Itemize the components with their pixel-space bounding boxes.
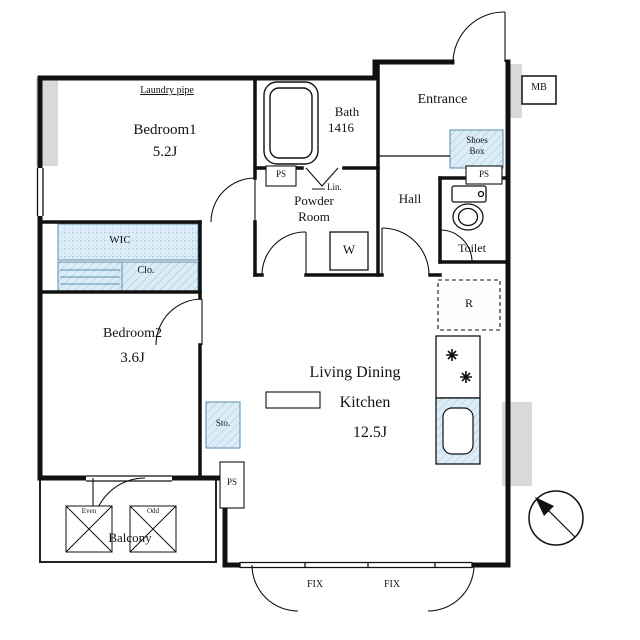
room-size-bedroom2: 3.6J (120, 350, 145, 366)
balcony-box-right-label: Odd (146, 507, 160, 515)
shoes-box-label-line2: Box (469, 146, 485, 156)
room-label-bedroom1: Bedroom1 (133, 122, 197, 138)
hall-door-arc (381, 227, 430, 276)
room-label-balcony: Balcony (108, 530, 152, 545)
room-label-ldk-line2: Kitchen (339, 394, 391, 411)
meter-box (521, 75, 557, 105)
window-casement-right-arc (427, 564, 475, 612)
room-label-ldk-line1: Living Dining (309, 364, 401, 381)
door-arcs (92, 11, 506, 612)
room-label-bedroom2: Bedroom2 (102, 326, 163, 341)
toilet-icon (451, 185, 487, 231)
room-label-powder-line2: Room (298, 209, 330, 224)
wic-area (57, 223, 199, 261)
refrigerator-label: R (464, 296, 473, 310)
toilet-door-arc (439, 229, 473, 263)
service-boxes (219, 75, 557, 509)
ps-box-right (465, 165, 503, 185)
room-label-hall: Hall (398, 191, 422, 206)
bathtub-icon (263, 81, 319, 165)
storage-box (205, 401, 241, 449)
storage-label: Sto. (215, 418, 231, 428)
washer-icon (329, 231, 369, 271)
ps-label-bottom: PS (226, 477, 237, 487)
entrance-door-arc (452, 11, 506, 63)
window-casement-left-arc (251, 564, 299, 612)
powder-door-arc (261, 231, 307, 276)
room-size-ldk: 12.5J (352, 424, 388, 441)
windows (35, 168, 473, 570)
laundry-pipe-label: Laundry pipe (140, 85, 194, 96)
balcony-box-left-label: Even (81, 507, 97, 515)
room-label-bath: Bath (334, 104, 360, 119)
washer-label: W (342, 242, 356, 257)
ps-label-top: PS (275, 169, 286, 179)
north-arrow-icon (528, 490, 584, 546)
shoes-box (449, 129, 504, 169)
meter-box-label: MB (531, 82, 547, 93)
sink-icon (435, 397, 481, 465)
refrigerator-box (437, 279, 501, 331)
bath-folding-door (305, 167, 339, 187)
room-label-wic: WIC (109, 234, 131, 246)
shoes-box-label-line1: Shoes (466, 135, 488, 145)
room-label-entrance: Entrance (417, 92, 468, 107)
storage-fills (57, 129, 504, 449)
fix-window-label-right: FIX (383, 579, 401, 590)
fix-window-label-left: FIX (306, 579, 324, 590)
balcony-unit-boxes (65, 505, 177, 553)
room-label-toilet: Toilet (458, 241, 486, 255)
room-label-powder-line1: Powder (294, 193, 334, 208)
bedroom2-door-arc (155, 298, 203, 346)
ps-box-top (265, 165, 297, 187)
linen-label: Lin. (327, 182, 342, 192)
ps-box-bottom (219, 461, 245, 509)
kitchen-counter-icon (265, 391, 321, 409)
bedroom1-door-arc (210, 177, 256, 223)
room-size-bath: 1416 (328, 120, 354, 135)
room-label-closet: Clo. (137, 265, 155, 276)
ps-label-right: PS (478, 169, 489, 179)
stove-icon (435, 335, 481, 399)
room-size-bedroom1: 5.2J (152, 144, 178, 160)
